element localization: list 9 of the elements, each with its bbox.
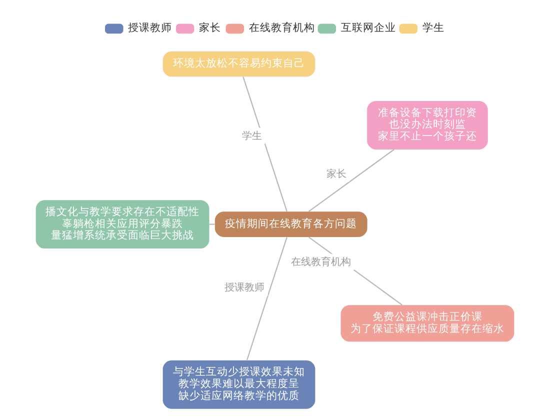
edge-label: 学生 — [242, 130, 262, 142]
edge-label: 家长 — [326, 168, 346, 180]
edge-label: 在线教育机构 — [290, 256, 351, 268]
legend-label: 在线教育机构 — [248, 22, 315, 34]
edge-label: 授课教师 — [224, 282, 264, 294]
legend-label: 学生 — [422, 22, 444, 34]
legend-label: 家长 — [199, 22, 222, 34]
legend-label: 授课教师 — [128, 22, 172, 34]
legend-label: 互联网企业 — [340, 22, 396, 34]
